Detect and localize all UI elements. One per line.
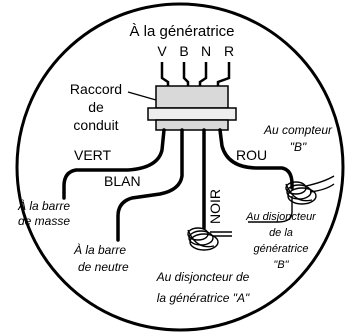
label-meter-b: Au compteur "B" bbox=[263, 123, 333, 154]
meter-b-coil bbox=[248, 175, 335, 223]
conduit-label-line-2: de bbox=[88, 99, 104, 115]
green-wire bbox=[62, 128, 166, 200]
svg-text:de la: de la bbox=[269, 227, 293, 239]
label-breaker-b: Au disjoncteur de la génératrice "B" bbox=[245, 211, 317, 271]
svg-text:"B": "B" bbox=[290, 140, 307, 154]
terminal-r: R bbox=[224, 43, 234, 59]
svg-text:Au disjoncteur: Au disjoncteur bbox=[245, 211, 317, 223]
top-wire-stubs bbox=[160, 62, 231, 86]
wire-label-vert: VERT bbox=[74, 147, 112, 163]
conduit-fitting bbox=[147, 85, 237, 131]
white-wire bbox=[116, 128, 184, 242]
label-neutral-bar: À la barre de neutre bbox=[73, 242, 129, 274]
terminal-n: N bbox=[201, 43, 211, 59]
wire-label-noir: NOIR bbox=[207, 189, 223, 224]
conduit-label-line-3: conduit bbox=[73, 117, 118, 133]
terminal-b: B bbox=[179, 43, 188, 59]
svg-text:"B": "B" bbox=[273, 259, 289, 271]
svg-text:Au disjoncteur de: Au disjoncteur de bbox=[156, 270, 250, 284]
svg-text:de masse: de masse bbox=[18, 214, 70, 228]
terminal-v: V bbox=[157, 43, 167, 59]
exit-wires bbox=[62, 128, 294, 242]
label-breaker-a: Au disjoncteur de la génératrice "A" bbox=[156, 270, 250, 305]
conduit-label-line-1: Raccord bbox=[70, 81, 122, 97]
wire-label-blan: BLAN bbox=[104, 173, 141, 189]
svg-text:À la barre: À la barre bbox=[73, 242, 126, 257]
circle-border bbox=[15, 2, 345, 332]
svg-text:la génératrice "A": la génératrice "A" bbox=[157, 291, 250, 305]
red-wire bbox=[218, 128, 294, 190]
svg-text:génératrice: génératrice bbox=[253, 243, 308, 255]
svg-text:Au compteur: Au compteur bbox=[263, 123, 333, 137]
conduit-label-leader bbox=[127, 91, 157, 101]
breaker-a-coil bbox=[187, 227, 232, 251]
svg-text:de neutre: de neutre bbox=[78, 260, 129, 274]
label-ground-bar: À la barre de masse bbox=[17, 198, 70, 228]
wire-label-rou: ROU bbox=[236, 147, 267, 163]
svg-text:À la barre: À la barre bbox=[17, 198, 70, 213]
title-a-la-generatrice: À la génératrice bbox=[129, 23, 234, 40]
